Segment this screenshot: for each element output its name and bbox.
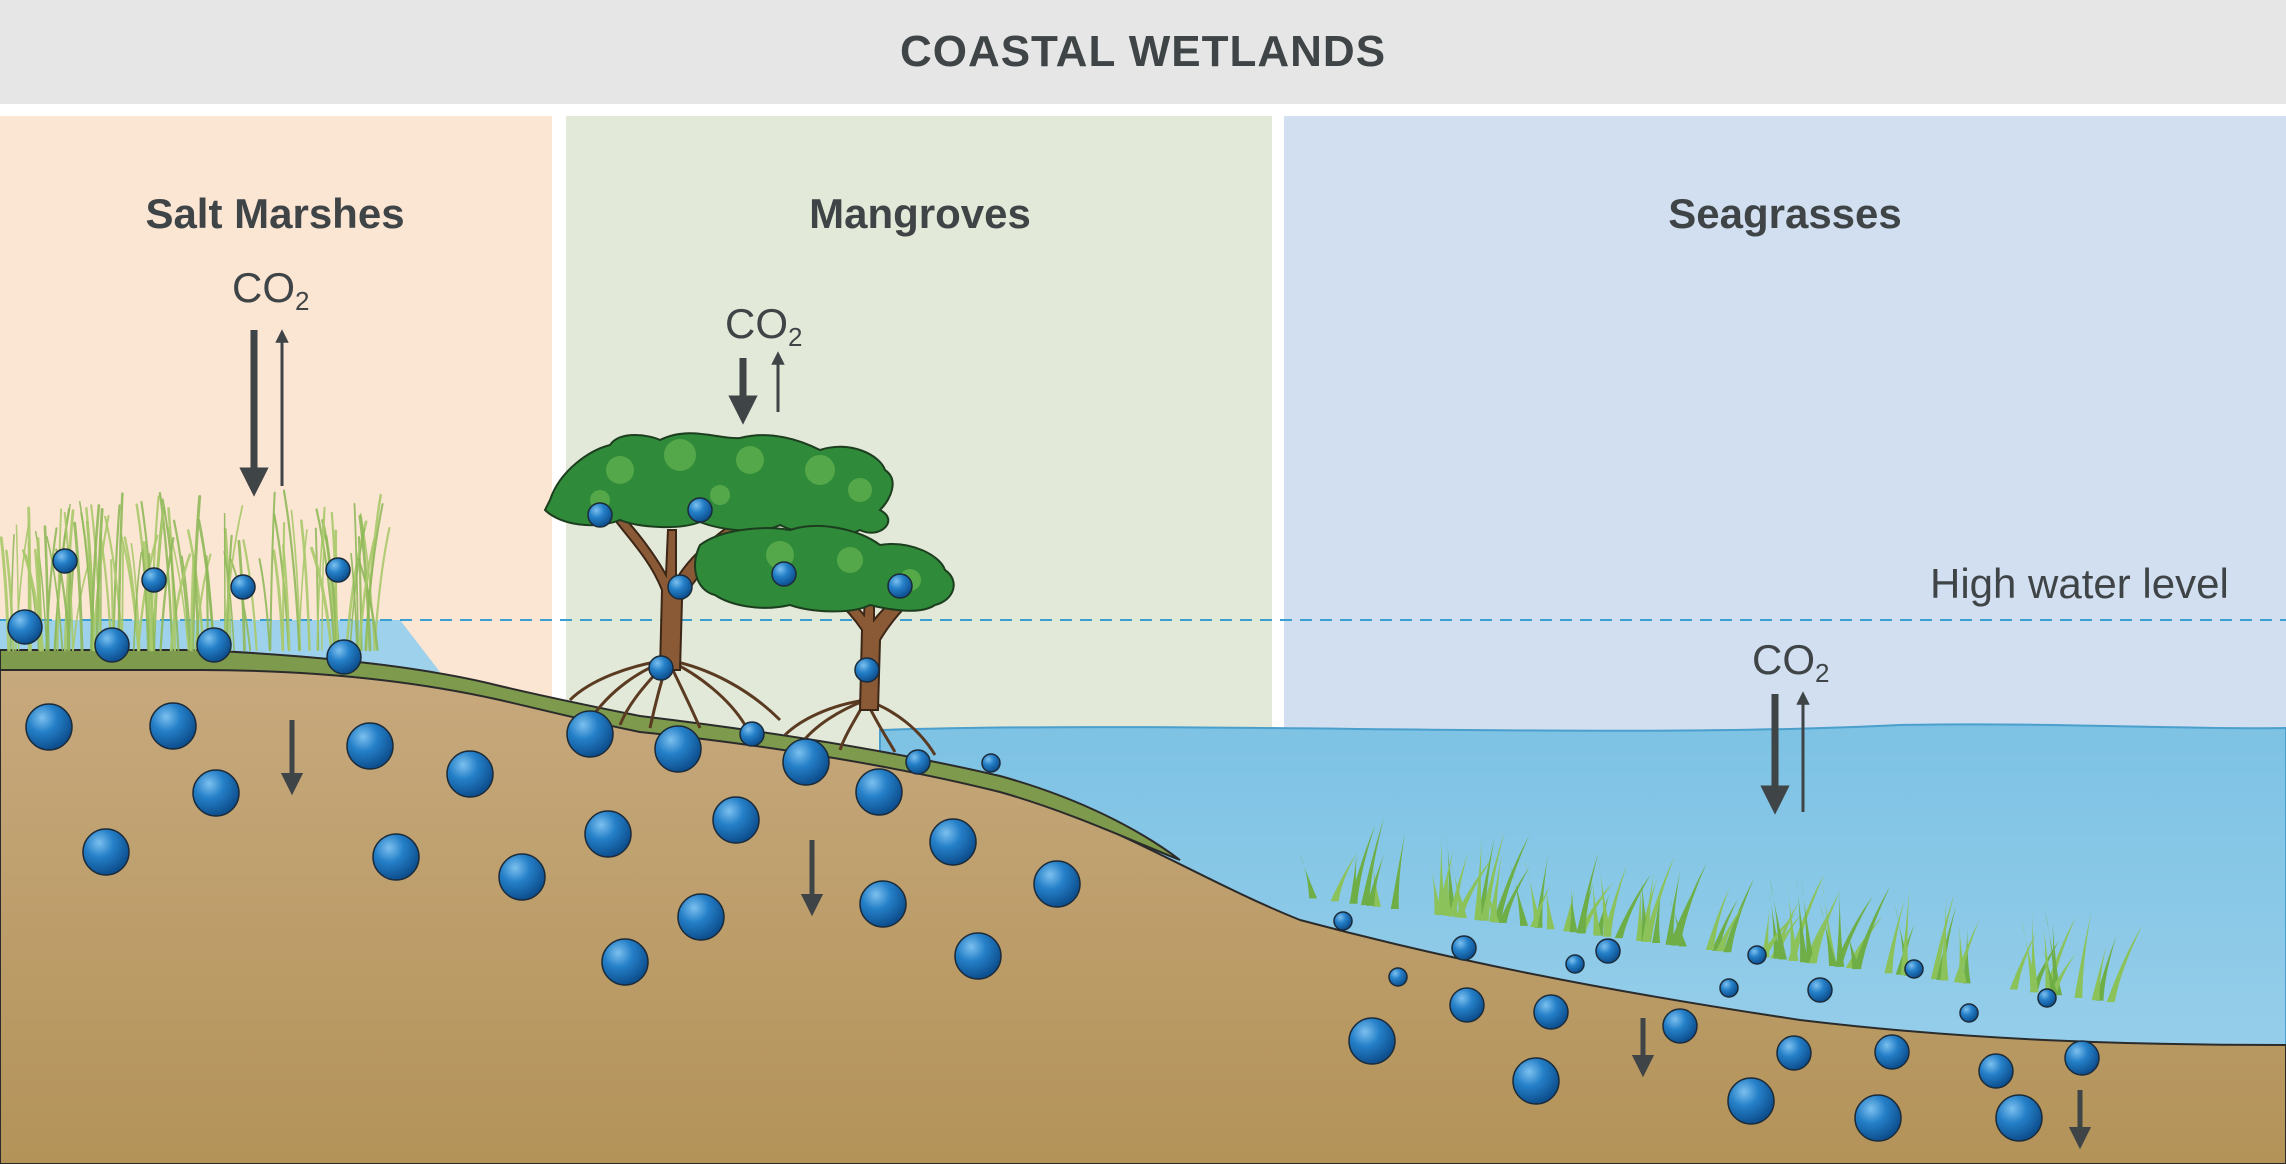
carbon-spheres — [7, 497, 2100, 1142]
carbon-sphere — [149, 702, 197, 750]
carbon-sphere — [771, 561, 797, 587]
carbon-sphere — [1978, 1053, 2014, 1089]
carbon-sphere — [82, 828, 130, 876]
carbon-sphere — [854, 657, 880, 683]
carbon-burial-arrows — [280, 720, 2092, 1150]
carbon-sphere — [1333, 911, 1353, 931]
carbon-sphere — [196, 627, 232, 663]
carbon-sphere — [1348, 1017, 1396, 1065]
carbon-sphere — [1533, 994, 1569, 1030]
carbon-sphere — [1512, 1057, 1560, 1105]
carbon-sphere — [1874, 1034, 1910, 1070]
carbon-sphere — [446, 750, 494, 798]
carbon-sphere — [1854, 1094, 1902, 1142]
carbon-sphere — [325, 557, 351, 583]
co2-arrows — [239, 329, 1810, 815]
carbon-sphere — [1719, 978, 1739, 998]
carbon-sphere — [52, 548, 78, 574]
carbon-sphere — [859, 880, 907, 928]
mangroves-heading: Mangroves — [809, 190, 1031, 237]
carbon-sphere — [1959, 1003, 1979, 1023]
carbon-sphere — [654, 725, 702, 773]
carbon-sphere — [2064, 1040, 2100, 1076]
carbon-sphere — [712, 796, 760, 844]
carbon-sphere — [1451, 935, 1477, 961]
carbon-sphere — [677, 893, 725, 941]
carbon-sphere — [648, 655, 674, 681]
seagrasses-heading: Seagrasses — [1668, 190, 1902, 237]
carbon-sphere — [584, 810, 632, 858]
carbon-sphere — [782, 738, 830, 786]
carbon-sphere — [601, 938, 649, 986]
carbon-sphere — [7, 609, 43, 645]
carbon-sphere — [587, 502, 613, 528]
salt-marshes-heading: Salt Marshes — [145, 190, 405, 237]
mangrove-co2-label: CO2 — [725, 300, 803, 352]
carbon-sphere — [1727, 1077, 1775, 1125]
carbon-sphere — [372, 833, 420, 881]
carbon-sphere — [2037, 988, 2057, 1008]
carbon-sphere — [1388, 967, 1408, 987]
carbon-sphere — [498, 853, 546, 901]
carbon-sphere — [1747, 945, 1767, 965]
carbon-sphere — [1807, 977, 1833, 1003]
carbon-sphere — [1033, 860, 1081, 908]
carbon-sphere — [667, 574, 693, 600]
carbon-sphere — [566, 710, 614, 758]
carbon-sphere — [141, 567, 167, 593]
seagrass-beds — [1299, 817, 2142, 1003]
high-water-level-label: High water level — [1930, 560, 2229, 607]
carbon-sphere — [1995, 1094, 2043, 1142]
salt-marsh-co2-label: CO2 — [232, 264, 310, 316]
carbon-sphere — [94, 627, 130, 663]
title-bar — [0, 0, 2286, 104]
mangrove-canopy — [543, 432, 955, 613]
carbon-sphere — [1595, 938, 1621, 964]
carbon-sphere — [192, 769, 240, 817]
carbon-sphere — [929, 818, 977, 866]
carbon-sphere — [905, 749, 931, 775]
carbon-sphere — [887, 573, 913, 599]
carbon-sphere — [739, 721, 765, 747]
seagrass-co2-label: CO2 — [1752, 636, 1830, 688]
carbon-sphere — [1662, 1008, 1698, 1044]
carbon-sphere — [687, 497, 713, 523]
carbon-sphere — [25, 703, 73, 751]
carbon-sphere — [1449, 987, 1485, 1023]
carbon-sphere — [855, 768, 903, 816]
carbon-sphere — [1565, 954, 1585, 974]
carbon-sphere — [954, 932, 1002, 980]
carbon-sphere — [346, 722, 394, 770]
carbon-sphere — [326, 639, 362, 675]
carbon-sphere — [1776, 1035, 1812, 1071]
carbon-sphere — [1904, 959, 1924, 979]
carbon-sphere — [230, 574, 256, 600]
diagram-title: COASTAL WETLANDS — [899, 27, 1387, 76]
carbon-sphere — [981, 753, 1001, 773]
ground-surface-band — [0, 649, 1181, 861]
